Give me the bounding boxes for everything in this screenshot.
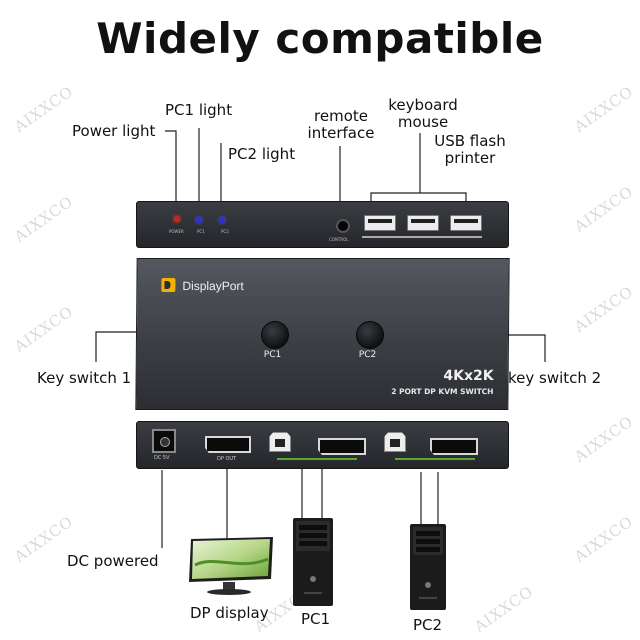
pc2-text: PC2: [221, 229, 229, 234]
pc2-button-label: PC2: [358, 350, 377, 360]
dc-powered-label: DC powered: [67, 552, 159, 570]
front-panel: POWER PC1 PC2 CONTROL: [136, 201, 509, 248]
power-light-label: Power light: [72, 122, 156, 140]
pc1-label: PC1: [301, 610, 331, 628]
model-small-text: 2 PORT DP KVM SWITCH: [391, 387, 494, 396]
usb-flash-printer-label: USB flash printer: [424, 133, 516, 167]
dc-jack[interactable]: [152, 429, 176, 453]
usb-port-1[interactable]: [364, 215, 396, 231]
dc-text: DC 5V: [154, 455, 170, 461]
keyboard-mouse-label: keyboard mouse: [378, 97, 468, 131]
usb-flash-label: USB flash: [434, 132, 506, 150]
pc2-label: PC2: [413, 616, 443, 634]
pc2-switch-button[interactable]: [355, 321, 385, 349]
page-title: Widely compatible: [96, 14, 544, 63]
pc2-led: [219, 217, 225, 223]
remote-interface-label: remote interface: [296, 108, 386, 142]
remote-label-line2: interface: [307, 124, 375, 142]
remote-label-line1: remote: [314, 107, 368, 125]
rear-panel: DC 5V DP OUT: [136, 421, 509, 469]
pc1-button-label: PC1: [263, 350, 282, 360]
printer-label: printer: [444, 149, 496, 167]
usb-label-strip: [362, 236, 482, 238]
pc2-light-label: PC2 light: [228, 145, 296, 163]
dp-out-port[interactable]: [205, 436, 251, 453]
usb-port-2[interactable]: [407, 215, 439, 231]
dp-out-text: DP OUT: [217, 456, 237, 462]
pc1-tower-icon: [293, 518, 333, 606]
brand-text: DisplayPort: [182, 279, 244, 293]
key-switch-1-label: Key switch 1: [37, 369, 132, 387]
pc1-light-label: PC1 light: [165, 101, 233, 119]
power-led: [174, 216, 180, 222]
keyboard-label: keyboard: [388, 96, 458, 114]
dp-display-label: DP display: [190, 604, 269, 622]
monitor-icon: [189, 537, 273, 595]
control-jack[interactable]: [336, 219, 350, 233]
pc2-usb-b-port[interactable]: [384, 432, 406, 452]
model-big-text: 4Kx2K: [443, 368, 494, 384]
pc2-dp-in-port[interactable]: [430, 438, 478, 455]
displayport-logo-icon: [161, 278, 176, 292]
pc1-led: [196, 217, 202, 223]
pc1-switch-button[interactable]: [260, 321, 290, 349]
key-switch-2-label: key switch 2: [508, 369, 602, 387]
pc1-text: PC1: [197, 229, 205, 234]
pc1-usb-b-port[interactable]: [269, 432, 291, 452]
power-text: POWER: [169, 229, 184, 234]
pc2-group-marker: [395, 458, 475, 460]
pc2-tower-icon: [410, 524, 446, 610]
top-panel: DisplayPort PC1 PC2 4Kx2K 2 PORT DP KVM …: [135, 258, 510, 410]
usb-port-3[interactable]: [450, 215, 482, 231]
pc1-group-marker: [277, 458, 357, 460]
pc1-dp-in-port[interactable]: [318, 438, 366, 455]
control-text: CONTROL: [329, 237, 349, 242]
mouse-label: mouse: [397, 113, 449, 131]
